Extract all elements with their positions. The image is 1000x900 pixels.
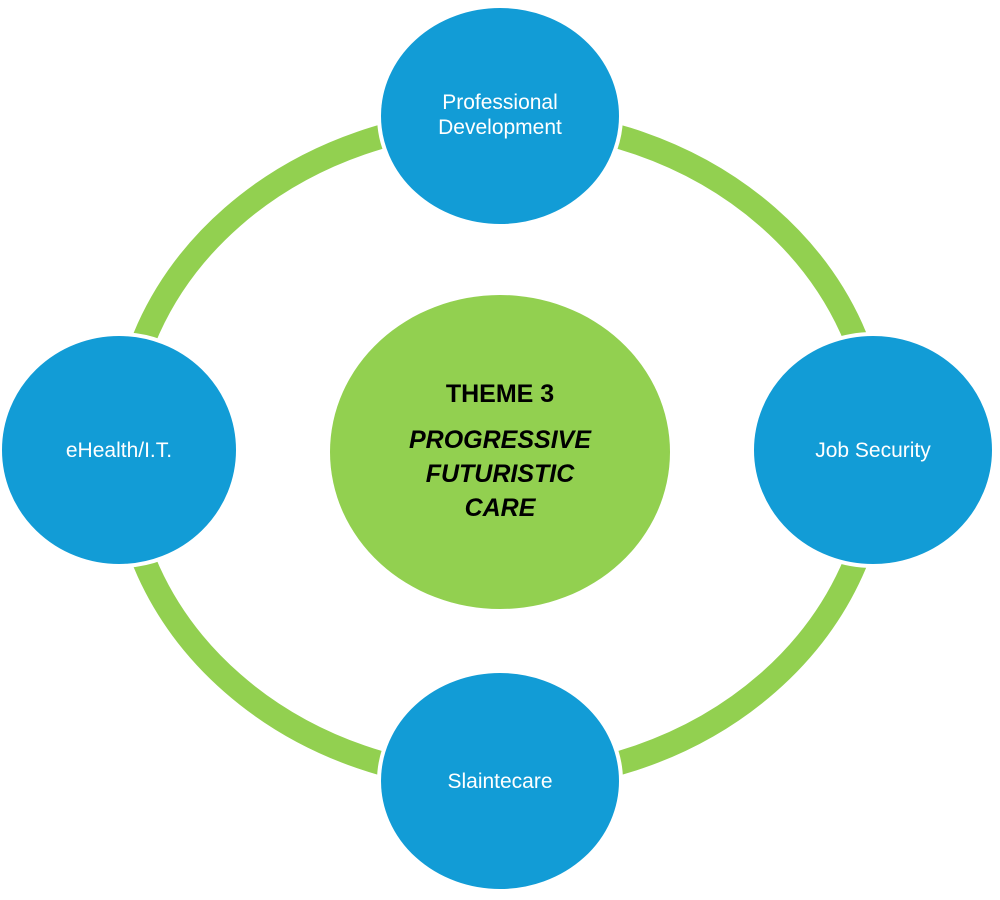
- node-bottom-label: Slaintecare: [447, 769, 553, 793]
- node-top-circle: [377, 4, 623, 228]
- node-top-label: Professional Development: [438, 91, 562, 139]
- node-left-label: eHealth/I.T.: [65, 438, 173, 462]
- center-label: THEME 3 PROGRESSIVE FUTURISTIC CARE: [330, 295, 670, 610]
- center-circle: [330, 295, 670, 609]
- node-right-circle: [750, 332, 996, 568]
- node-left-circle: [0, 332, 240, 568]
- node-bottom-circle: [377, 669, 623, 893]
- node-right-label: Job Security: [815, 438, 931, 462]
- theme-subtitle: PROGRESSIVE FUTURISTIC CARE: [409, 426, 591, 522]
- theme-title: THEME 3: [445, 380, 555, 408]
